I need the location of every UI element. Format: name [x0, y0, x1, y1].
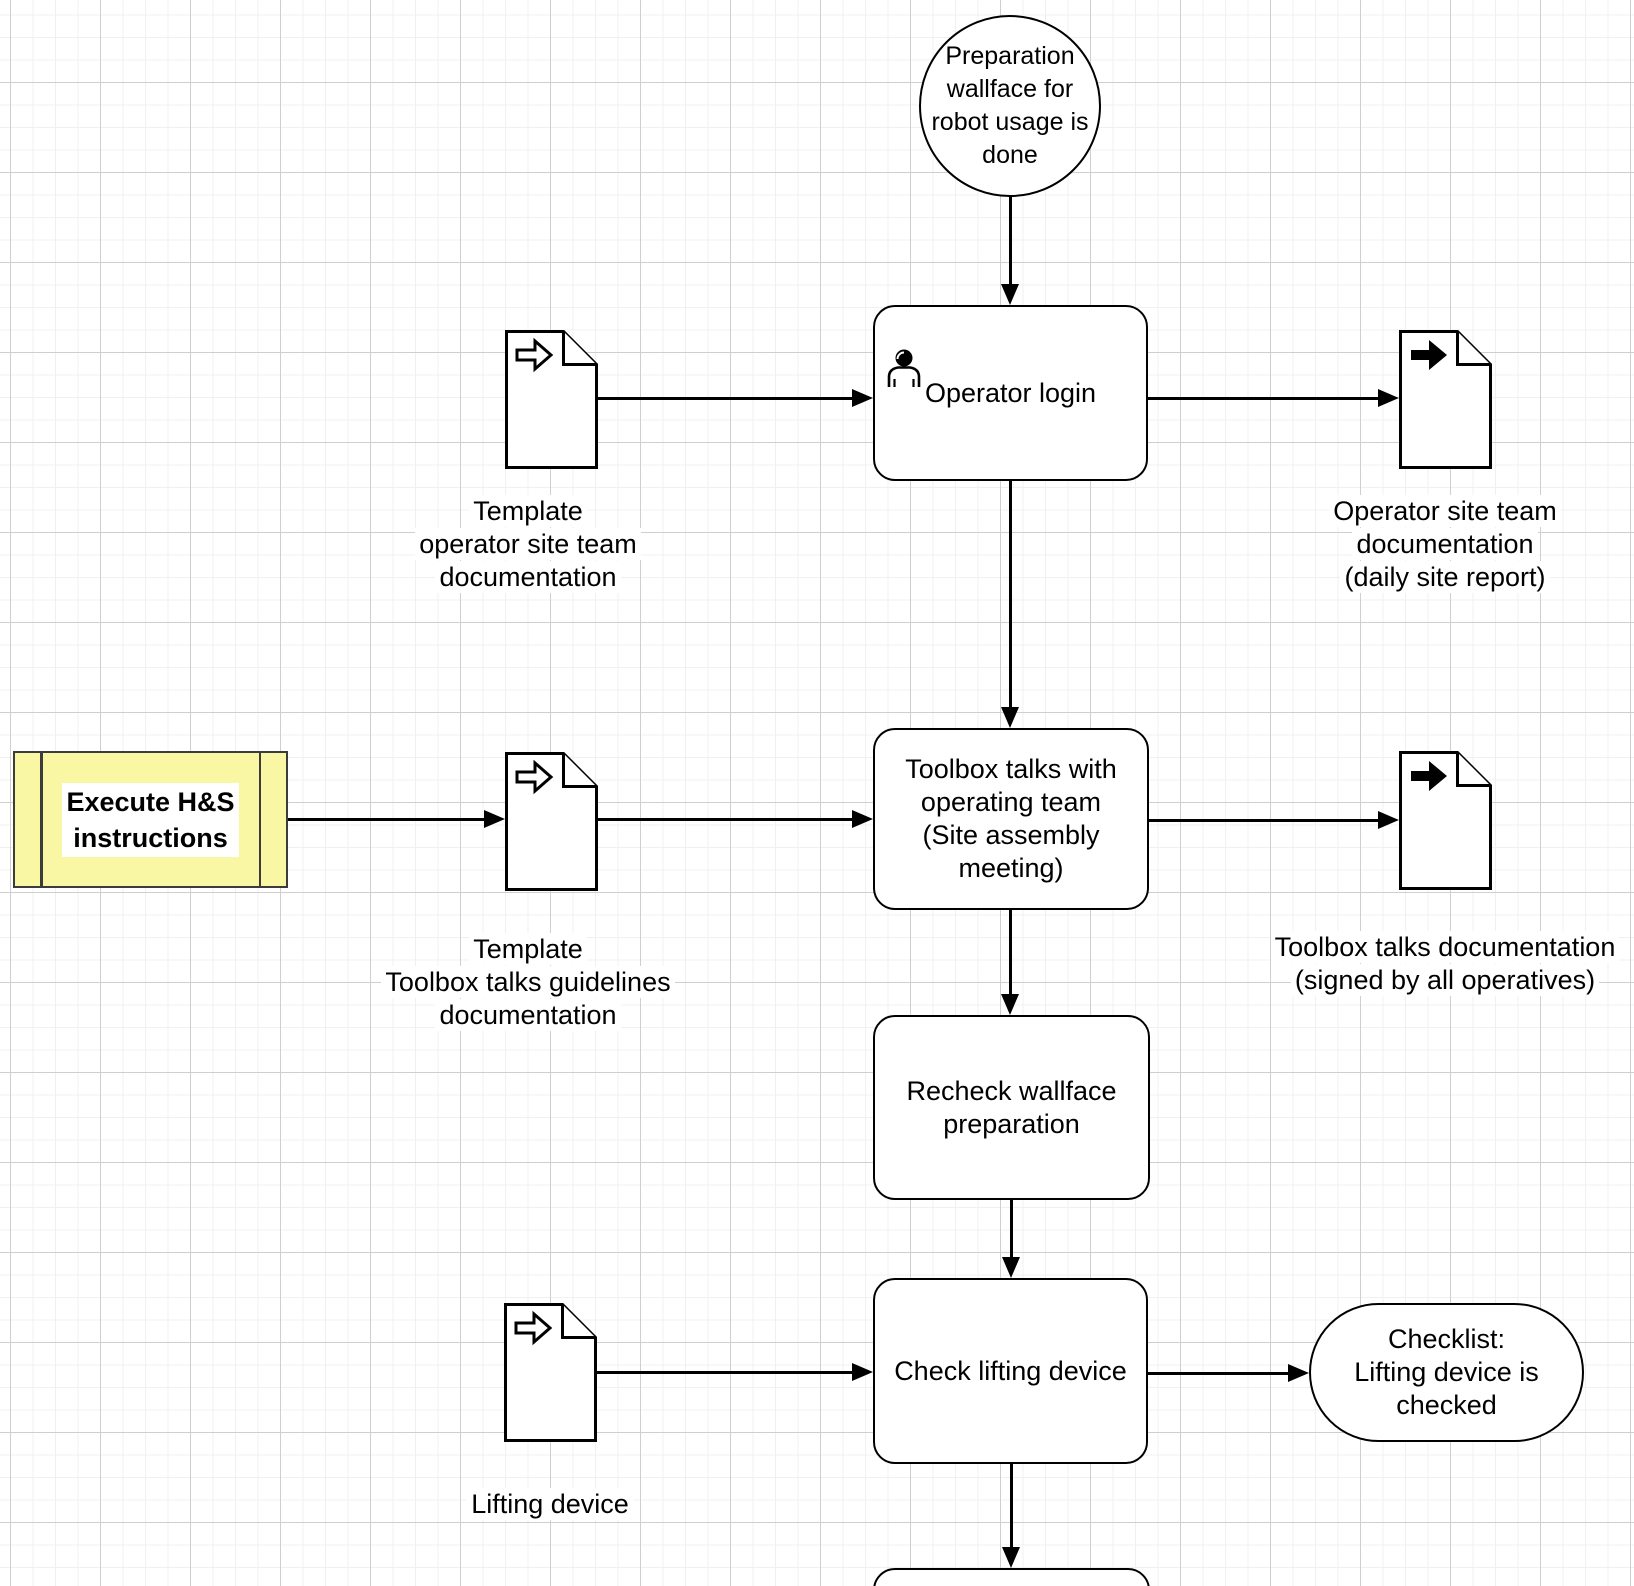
edge-recheck-to-check-lifting: [1010, 1200, 1013, 1258]
edge-toolbox-to-toolbox-doc: [1148, 819, 1380, 822]
doc-lifting-device-label: Lifting device: [420, 1455, 680, 1521]
node-execute-hs-instructions[interactable]: Execute H&S instructions: [13, 751, 288, 888]
task-toolbox-talks[interactable]: Toolbox talks with operating team (Site …: [873, 728, 1149, 910]
task-recheck-wallface[interactable]: Recheck wallface preparation: [873, 1015, 1150, 1200]
edge-template-toolbox-to-toolbox: [597, 818, 855, 821]
arrowhead: [1001, 707, 1019, 728]
doc-lifting-device[interactable]: [504, 1303, 597, 1447]
arrowhead: [484, 810, 505, 828]
edge-hs-to-template-toolbox: [288, 818, 487, 821]
start-event[interactable]: Preparation wallface for robot usage is …: [919, 15, 1101, 197]
edge-check-to-next: [1010, 1464, 1013, 1548]
doc-toolbox-talks-label: Toolbox talks documentation (signed by a…: [1256, 898, 1634, 997]
arrowhead: [852, 1363, 873, 1381]
edge-toolbox-to-recheck: [1009, 910, 1012, 995]
document-output-arrow-icon: [1411, 340, 1447, 370]
task-check-lifting-device[interactable]: Check lifting device: [873, 1278, 1148, 1464]
task-check-lifting-device-label: Check lifting device: [894, 1355, 1127, 1386]
arrowhead: [1001, 994, 1019, 1015]
task-operator-login[interactable]: Operator login: [873, 305, 1148, 481]
arrowhead: [1002, 1257, 1020, 1278]
doc-template-toolbox[interactable]: [505, 752, 598, 896]
arrowhead: [1288, 1364, 1309, 1382]
task-operator-login-label: Operator login: [924, 377, 1097, 408]
user-icon: [883, 315, 925, 396]
edge-template-operator-to-login: [597, 397, 855, 400]
start-event-label: Preparation wallface for robot usage is …: [931, 42, 1089, 169]
doc-template-operator[interactable]: [505, 330, 598, 474]
subprocess-right-bar: [258, 753, 261, 886]
doc-operator-site-team[interactable]: [1399, 330, 1492, 474]
task-recheck-wallface-label: Recheck wallface preparation: [906, 1075, 1117, 1139]
edge-start-to-operator-login: [1009, 197, 1012, 285]
node-checklist[interactable]: Checklist: Lifting device is checked: [1309, 1303, 1584, 1442]
subprocess-left-bar: [40, 753, 43, 886]
task-toolbox-talks-label: Toolbox talks with operating team (Site …: [905, 754, 1117, 883]
arrowhead: [1378, 389, 1399, 407]
document-input-arrow-icon: [515, 759, 554, 795]
arrowhead: [1378, 811, 1399, 829]
document-output-arrow-icon: [1411, 761, 1447, 791]
document-input-arrow-icon: [515, 337, 554, 373]
arrowhead: [852, 389, 873, 407]
node-execute-hs-label: Execute H&S instructions: [62, 782, 239, 857]
arrowhead: [1002, 1547, 1020, 1568]
task-partial-bottom[interactable]: [873, 1568, 1150, 1586]
doc-operator-site-team-label: Operator site team documentation (daily …: [1265, 462, 1625, 594]
document-input-arrow-icon: [514, 1310, 553, 1346]
edge-lifting-doc-to-check: [597, 1371, 855, 1374]
doc-template-operator-label: Template operator site team documentatio…: [368, 462, 688, 594]
edge-login-to-toolbox: [1009, 481, 1012, 708]
node-checklist-label: Checklist: Lifting device is checked: [1354, 1324, 1539, 1420]
edge-login-to-operator-doc: [1148, 397, 1381, 400]
doc-template-toolbox-label: Template Toolbox talks guidelines docume…: [348, 900, 708, 1032]
doc-toolbox-talks[interactable]: [1399, 751, 1492, 895]
arrowhead: [852, 810, 873, 828]
arrowhead: [1001, 284, 1019, 305]
edge-check-to-checklist: [1148, 1372, 1290, 1375]
